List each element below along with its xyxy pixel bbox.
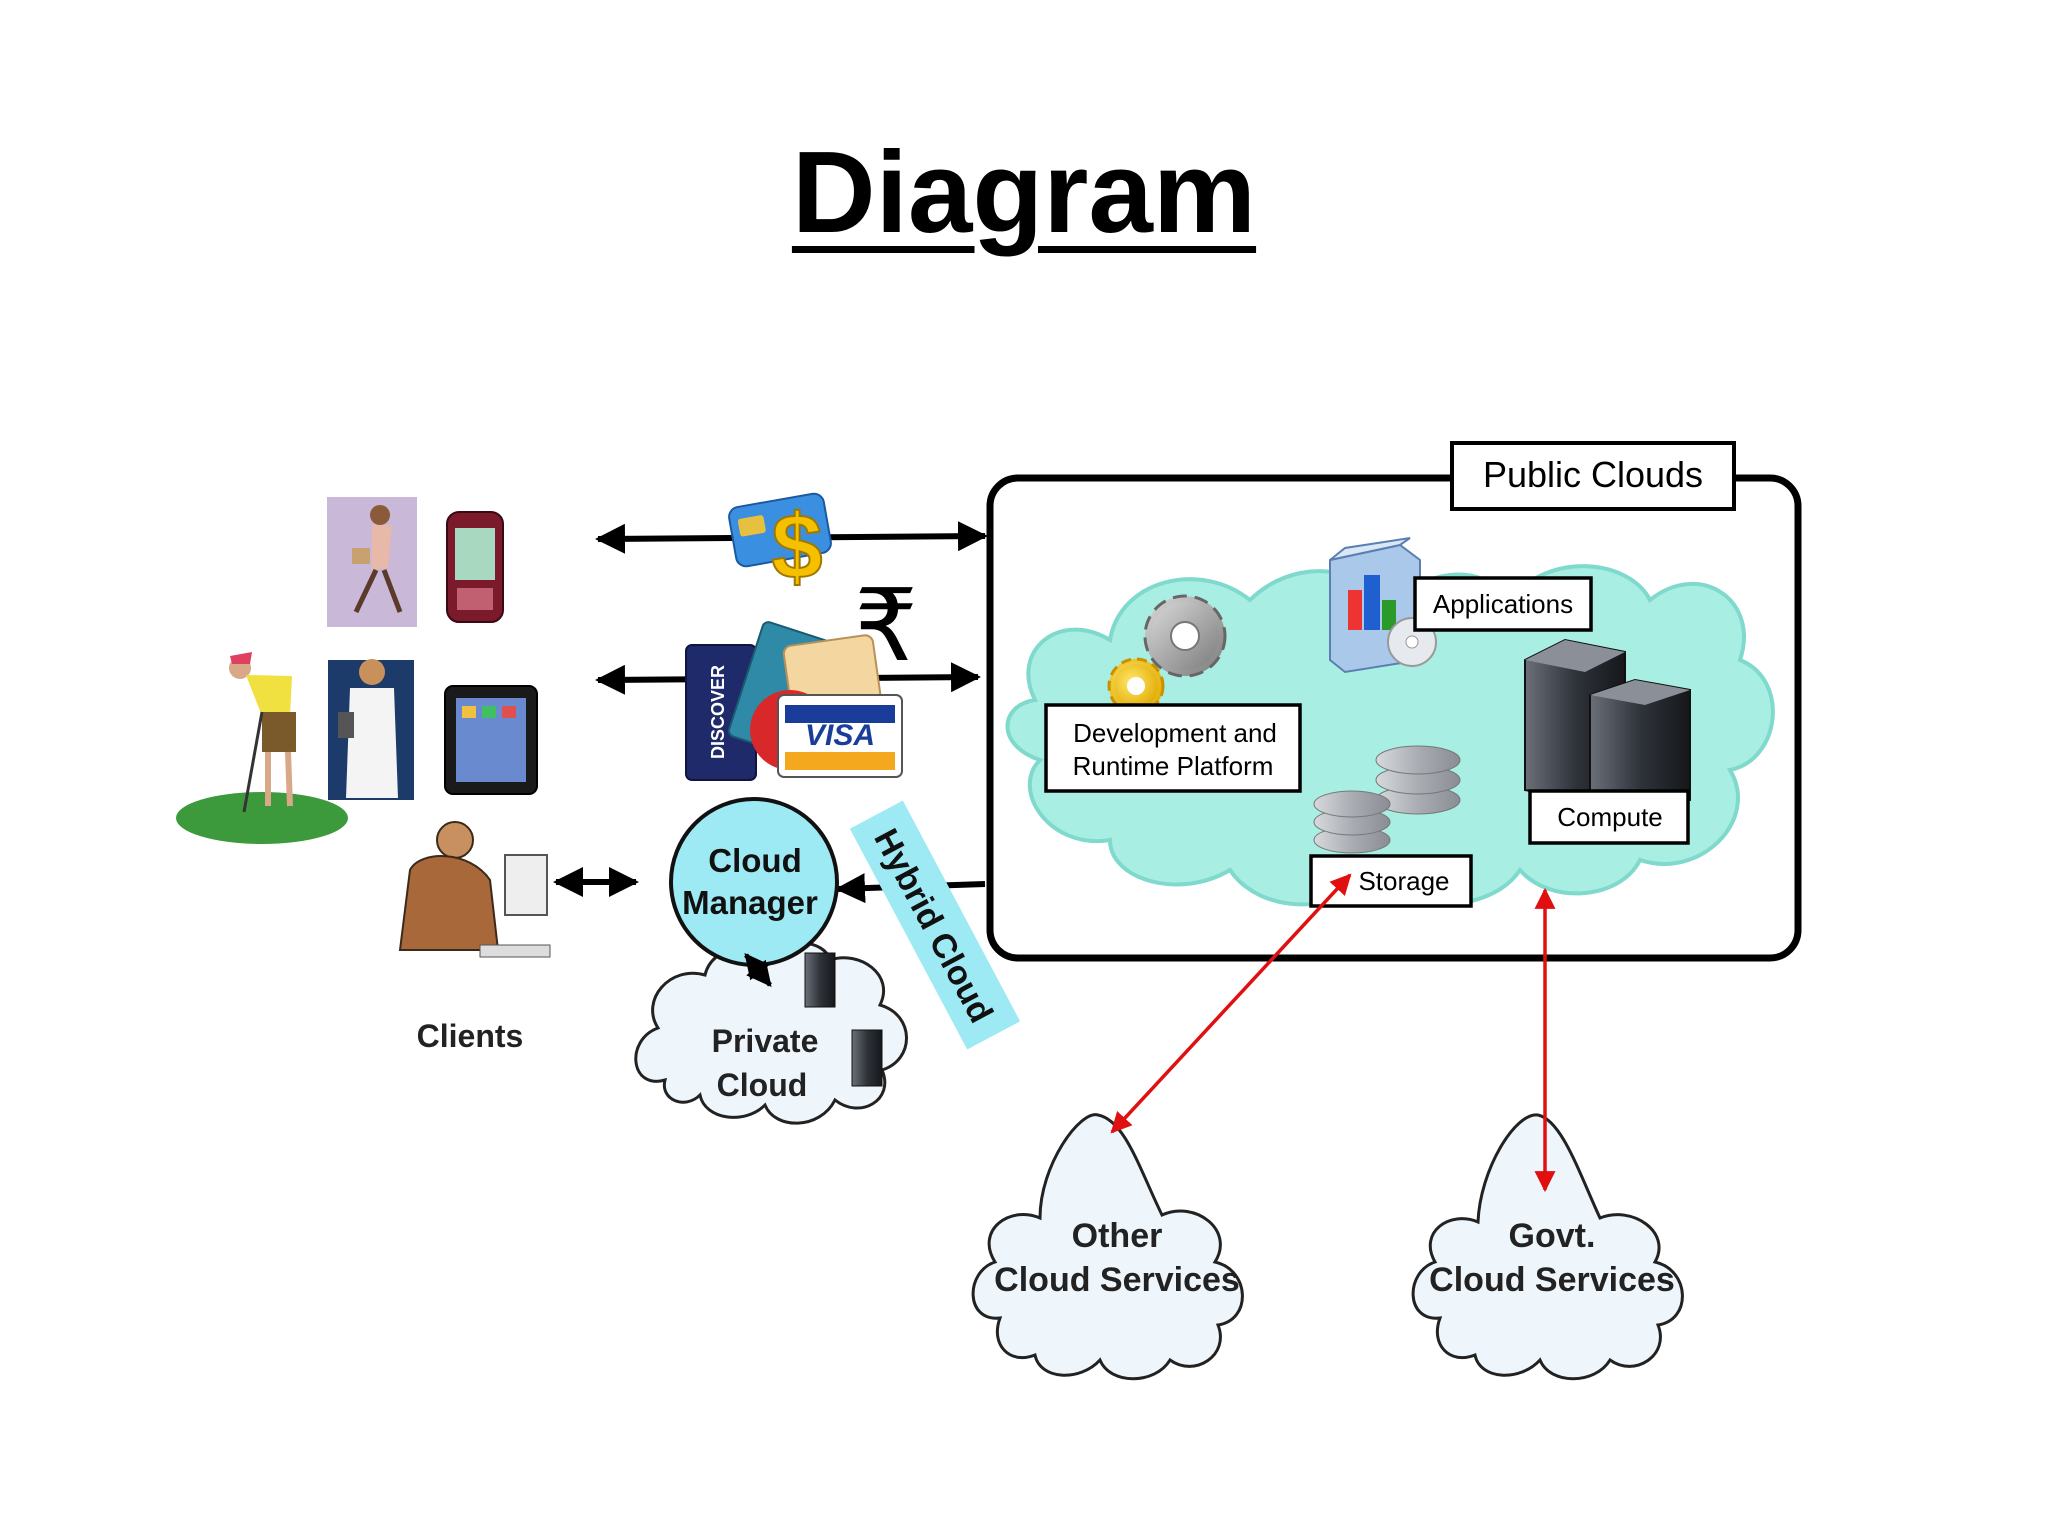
- cloud-manager-node: [669, 797, 839, 967]
- credit-cards-stack: DISCOVER VISA: [685, 621, 903, 781]
- other-cloud-label-line1: Other: [1072, 1217, 1163, 1255]
- visa-card-text: VISA: [805, 719, 875, 752]
- dev-platform-label-line2: Runtime Platform: [1073, 751, 1274, 781]
- credit-card-icon: $: [728, 492, 832, 599]
- compute-label-box: [1528, 789, 1690, 845]
- arrow-manager-to-private: [744, 953, 772, 987]
- tablet-icon: [444, 685, 538, 795]
- clients-label: Clients: [417, 1018, 524, 1054]
- other-cloud-shape: [971, 1113, 1244, 1381]
- public-clouds-label: Public Clouds: [1483, 454, 1703, 495]
- compute-label: Compute: [1557, 802, 1663, 832]
- dollar-icon: $: [771, 496, 822, 598]
- dev-platform-label-box: [1044, 703, 1302, 793]
- doctor-icon: [328, 659, 414, 800]
- computer-user-icon: [398, 821, 551, 958]
- govt-cloud-label-line2: Cloud Services: [1429, 1261, 1675, 1299]
- server-icon: [1524, 638, 1691, 814]
- software-box-icon: [1329, 537, 1437, 674]
- hybrid-cloud-label: Hybrid Cloud: [866, 823, 1000, 1029]
- gear-icon: [1107, 594, 1227, 715]
- private-cloud-label-line2: Cloud: [717, 1067, 808, 1103]
- govt-cloud-label-line1: Govt.: [1509, 1217, 1596, 1255]
- arrow-storage-to-other: [1110, 873, 1352, 1134]
- discover-card-text: DISCOVER: [708, 665, 728, 759]
- cloud-manager-label-line1: Cloud: [708, 842, 801, 879]
- cloud-manager-label-line2: Manager: [682, 884, 818, 921]
- private-cloud-label-line1: Private: [712, 1023, 819, 1059]
- page-title-text: Diagram: [791, 127, 1257, 257]
- applications-label: Applications: [1433, 589, 1573, 619]
- page-title: Diagram: [0, 125, 2048, 259]
- database-icon: [1313, 745, 1461, 854]
- phone-icon: [446, 511, 504, 623]
- storage-label: Storage: [1358, 866, 1449, 896]
- golfer-icon: [176, 652, 348, 844]
- other-cloud-label-line2: Cloud Services: [994, 1261, 1240, 1299]
- person-icon: [327, 497, 417, 627]
- private-cloud-shape: [634, 941, 908, 1125]
- server-icon: [804, 952, 883, 1087]
- dev-platform-label-line1: Development and: [1073, 718, 1277, 748]
- public-clouds-label-box: [1450, 441, 1736, 511]
- govt-cloud-shape: [1411, 1113, 1684, 1381]
- applications-label-box: [1413, 576, 1593, 632]
